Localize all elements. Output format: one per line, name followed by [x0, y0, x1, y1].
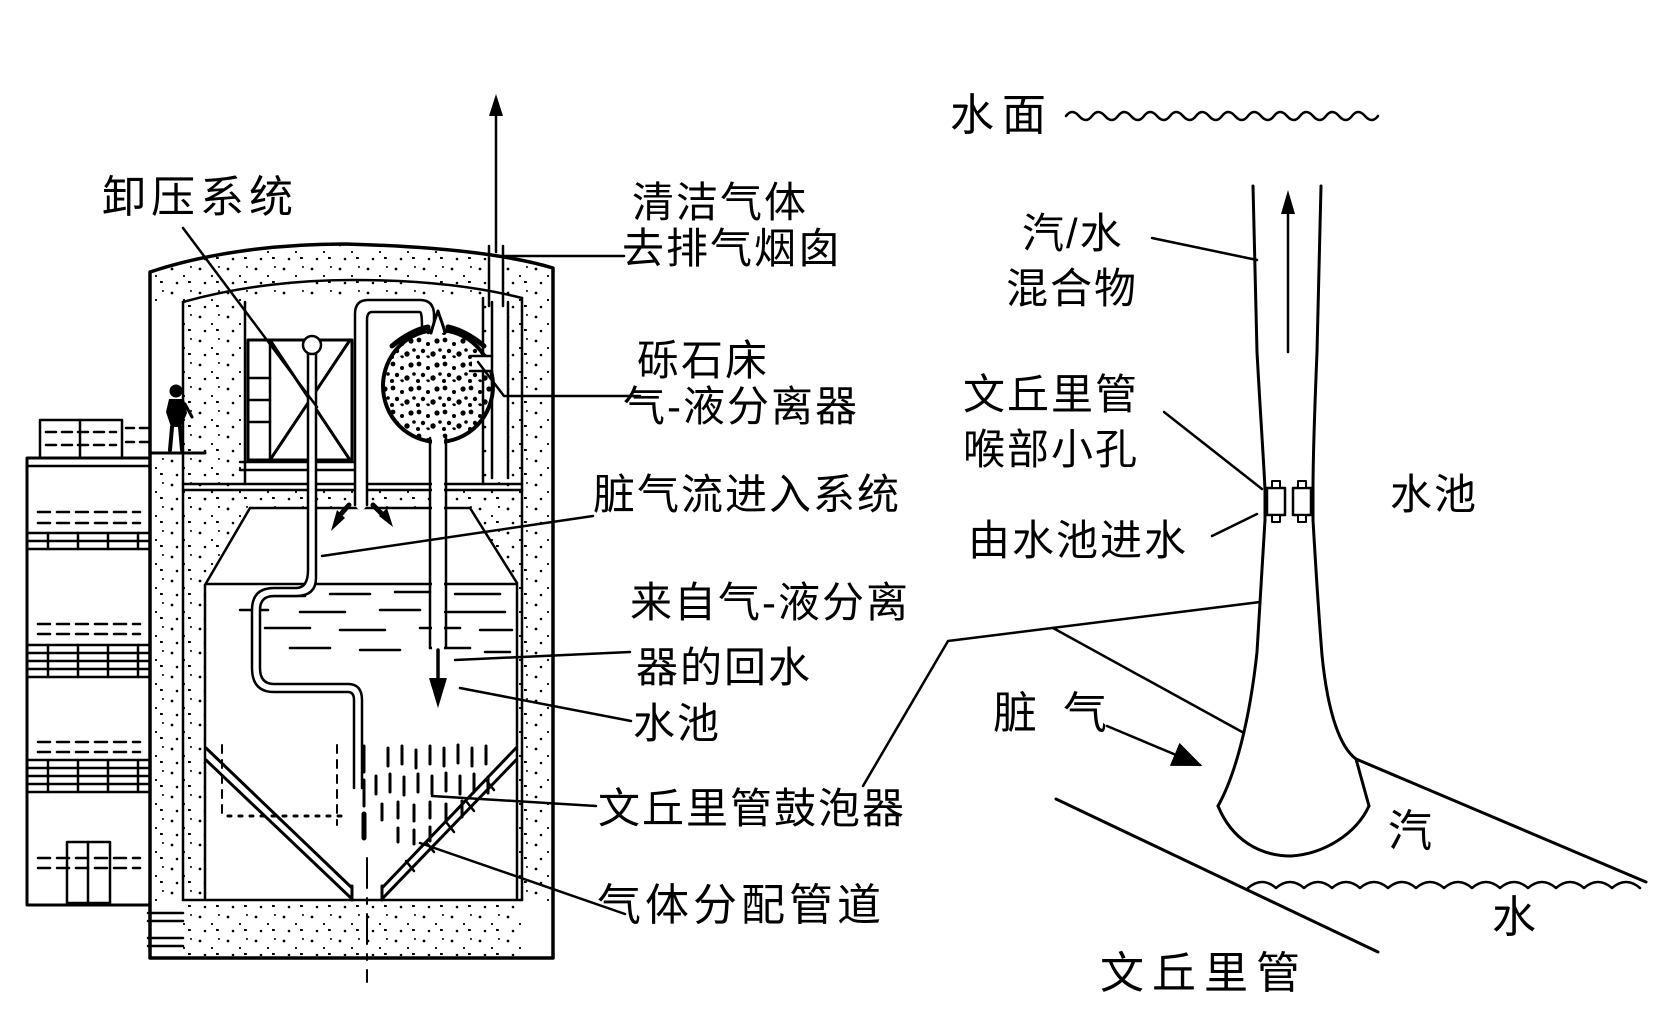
- funnel-hatch: [404, 778, 496, 873]
- return-water-down-arrow: [429, 648, 447, 708]
- exhaust-up-arrow: [489, 94, 503, 254]
- gas-spray-arrows: [331, 502, 393, 531]
- leader-lines-left: [181, 226, 642, 916]
- floor-band-2: [25, 643, 152, 679]
- label-dirty-gas-inflow: 脏气流进入系统: [593, 471, 902, 518]
- detail-wedge-lower: [1051, 626, 1246, 735]
- leader-gravel-bed: [476, 360, 642, 398]
- annex-building: [25, 418, 152, 907]
- pipe-plane-right-edge: [1354, 757, 1648, 884]
- label-pool-left: 水池: [633, 700, 722, 747]
- label-venturi-bubbler: 文丘里管鼓泡器: [598, 785, 907, 832]
- venturi-tube-detail: [861, 110, 1648, 954]
- label-throat-holes-line1: 文丘里管: [963, 371, 1140, 418]
- label-return-water: 来自气-液分离 器的回水: [630, 570, 910, 700]
- label-throat-holes-line2: 喉部小孔: [963, 425, 1140, 473]
- label-water: 水: [1492, 893, 1538, 942]
- label-gas-distribution: 气体分配管道: [597, 881, 885, 930]
- pipe-plane-left-edge: [1054, 797, 1380, 954]
- floor-band-3: [25, 758, 152, 794]
- leader-gas-distribution: [418, 841, 627, 916]
- relief-pipework: [250, 334, 364, 793]
- label-clean-gas-line1: 清洁气体: [632, 179, 809, 226]
- venturi-left-wall: [1216, 184, 1267, 808]
- label-gravel-bed-line1: 砾石床: [637, 337, 770, 384]
- label-dirty-gas: 脏气: [993, 689, 1133, 738]
- leader-lines-right: [861, 236, 1264, 788]
- leader-venturi-bubbler: [430, 794, 598, 808]
- window-dashes: [36, 510, 142, 870]
- label-gravel-bed-line2: 气-液分离器: [623, 383, 859, 431]
- label-water-surface: 水面: [950, 91, 1054, 140]
- wavy-water-surface-line: [1064, 110, 1380, 122]
- floor-band-1: [25, 531, 152, 551]
- label-relief-system: 卸压系统: [102, 173, 298, 222]
- gas-riser-pipe: [331, 298, 436, 531]
- label-return-water-line1: 来自气-液分离: [630, 579, 910, 626]
- bubble-dashes: [361, 743, 490, 846]
- label-mixture-line1: 汽/水: [1022, 210, 1124, 257]
- leader-inlet-from-pool: [1210, 512, 1259, 538]
- venturi-bubbler-zone: [204, 743, 518, 983]
- throat-nozzles: [1265, 480, 1313, 523]
- detail-wedge-upper: [861, 600, 1262, 788]
- wavy-pool-line: [1246, 880, 1642, 890]
- label-clean-gas: 清洁气体 去排气烟囱: [622, 179, 843, 273]
- venturi-bell: [1216, 804, 1371, 858]
- label-throat-holes: 文丘里管 喉部小孔: [963, 368, 1139, 477]
- label-gravel-bed: 砾石床 气-液分离器: [623, 337, 859, 431]
- flow-up-arrow: [1281, 190, 1295, 354]
- leader-relief-system: [181, 226, 319, 409]
- containment-outline: [146, 242, 555, 960]
- venturi-right-wall: [1311, 184, 1371, 808]
- leader-return-water: [453, 650, 632, 662]
- water-dashes: [238, 590, 514, 654]
- label-inlet-from-pool: 由水池进水: [968, 517, 1189, 564]
- label-clean-gas-line2: 去排气烟囱: [622, 225, 843, 273]
- label-venturi-tube: 文丘里管: [1100, 949, 1308, 998]
- label-mixture: 汽/水 混合物: [1006, 206, 1138, 317]
- valve-circle: [301, 334, 323, 356]
- leader-dirty-gas-inflow: [320, 514, 595, 558]
- scale-person-figure: [166, 384, 194, 452]
- label-steam: 汽: [1388, 807, 1434, 856]
- dirty-gas-arrow: [1105, 724, 1203, 767]
- label-mixture-line2: 混合物: [1006, 265, 1139, 313]
- leader-mixture: [1150, 236, 1259, 262]
- label-pool-right: 水池: [1390, 471, 1479, 518]
- leader-throat-holes: [1162, 410, 1264, 491]
- leader-pool-left: [458, 686, 633, 723]
- label-return-water-line2: 器的回水: [636, 644, 813, 692]
